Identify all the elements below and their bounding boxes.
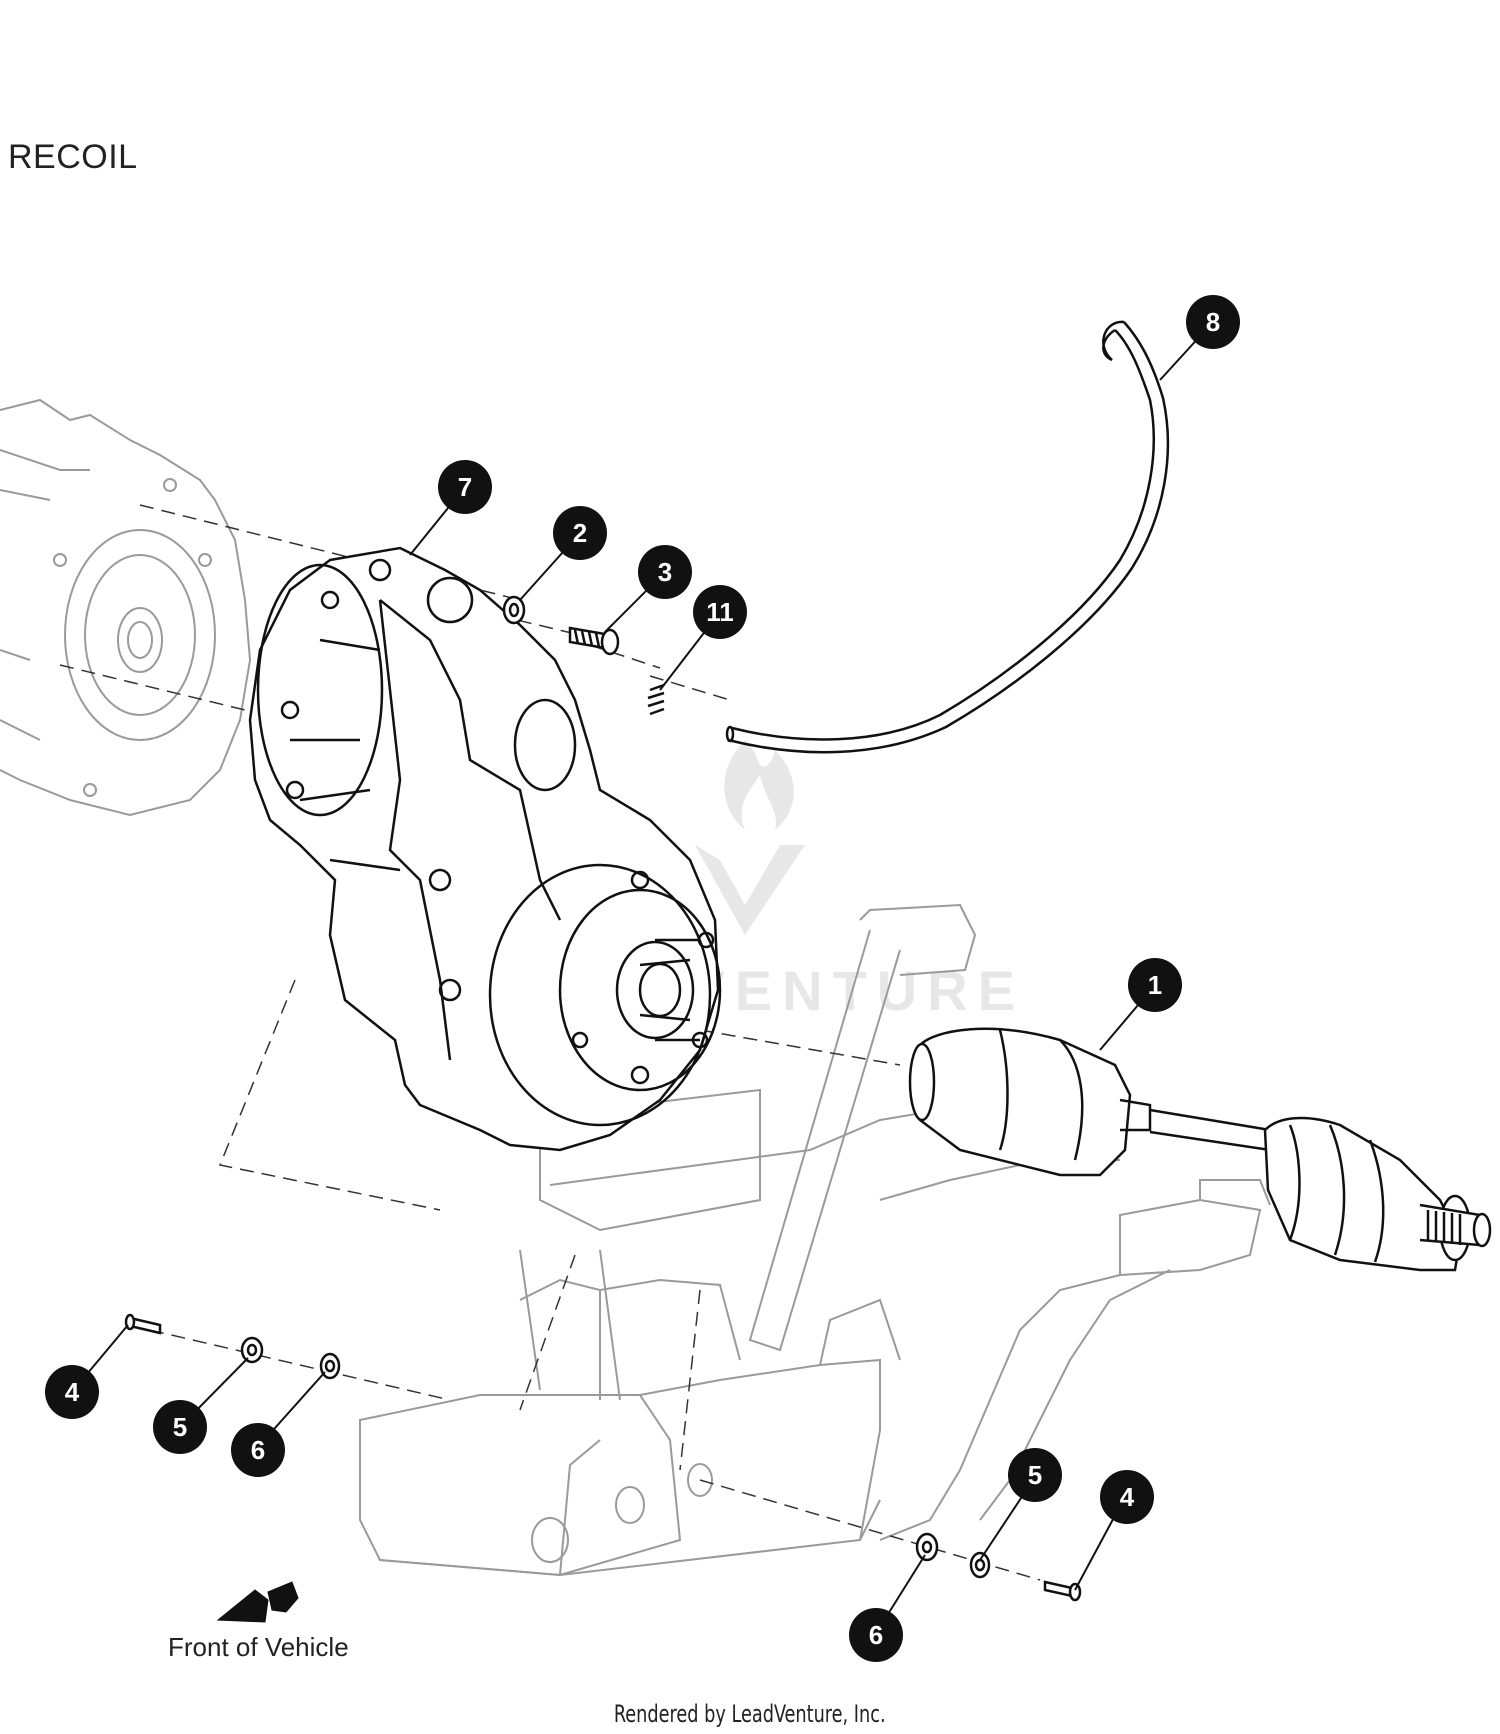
bolt-part xyxy=(568,626,620,656)
bolt-left xyxy=(124,1313,162,1335)
callout-6-left: 6 xyxy=(231,1423,285,1477)
svg-text:5: 5 xyxy=(1028,1460,1042,1490)
vent-hose xyxy=(725,320,1170,754)
rendered-by-credit: Rendered by LeadVenture, Inc. xyxy=(0,1700,1500,1728)
svg-text:6: 6 xyxy=(869,1620,883,1650)
callout-8: 8 xyxy=(1186,295,1240,349)
svg-text:3: 3 xyxy=(658,557,672,587)
front-direction-arrow-icon xyxy=(216,1581,299,1623)
lock-washer-left xyxy=(240,1336,264,1364)
callout-6-right: 6 xyxy=(849,1608,903,1662)
transmission-housing xyxy=(0,398,252,817)
callout-7: 7 xyxy=(438,460,492,514)
bolt-right xyxy=(1043,1580,1082,1602)
svg-text:2: 2 xyxy=(573,518,587,548)
callout-3: 3 xyxy=(638,545,692,599)
callout-1: 1 xyxy=(1128,958,1182,1012)
svg-text:11: 11 xyxy=(706,597,734,627)
spring-part xyxy=(647,683,665,716)
front-of-vehicle-label: Front of Vehicle xyxy=(168,1632,349,1662)
callout-4-right: 4 xyxy=(1100,1470,1154,1524)
flat-washer-right xyxy=(915,1532,939,1562)
svg-text:7: 7 xyxy=(458,472,472,502)
callout-2: 2 xyxy=(553,506,607,560)
callout-11: 11 xyxy=(693,585,747,639)
callout-4-left: 4 xyxy=(45,1365,99,1419)
callout-5-left: 5 xyxy=(153,1400,207,1454)
rendered-by-text: Rendered by LeadVenture, Inc. xyxy=(614,1700,886,1728)
front-gearcase xyxy=(248,546,722,1152)
svg-text:8: 8 xyxy=(1206,307,1220,337)
vehicle-frame xyxy=(359,903,1271,1577)
svg-text:4: 4 xyxy=(65,1377,80,1407)
lock-washer-right xyxy=(969,1551,991,1579)
svg-text:4: 4 xyxy=(1120,1482,1135,1512)
svg-text:6: 6 xyxy=(251,1435,265,1465)
callout-5-right: 5 xyxy=(1008,1448,1062,1502)
diagram-title: RECOIL xyxy=(8,138,138,176)
flat-washer-left xyxy=(319,1352,341,1380)
washer-part xyxy=(502,595,526,625)
svg-text:5: 5 xyxy=(173,1412,187,1442)
drive-shaft xyxy=(908,1027,1492,1272)
svg-text:1: 1 xyxy=(1148,970,1162,1000)
